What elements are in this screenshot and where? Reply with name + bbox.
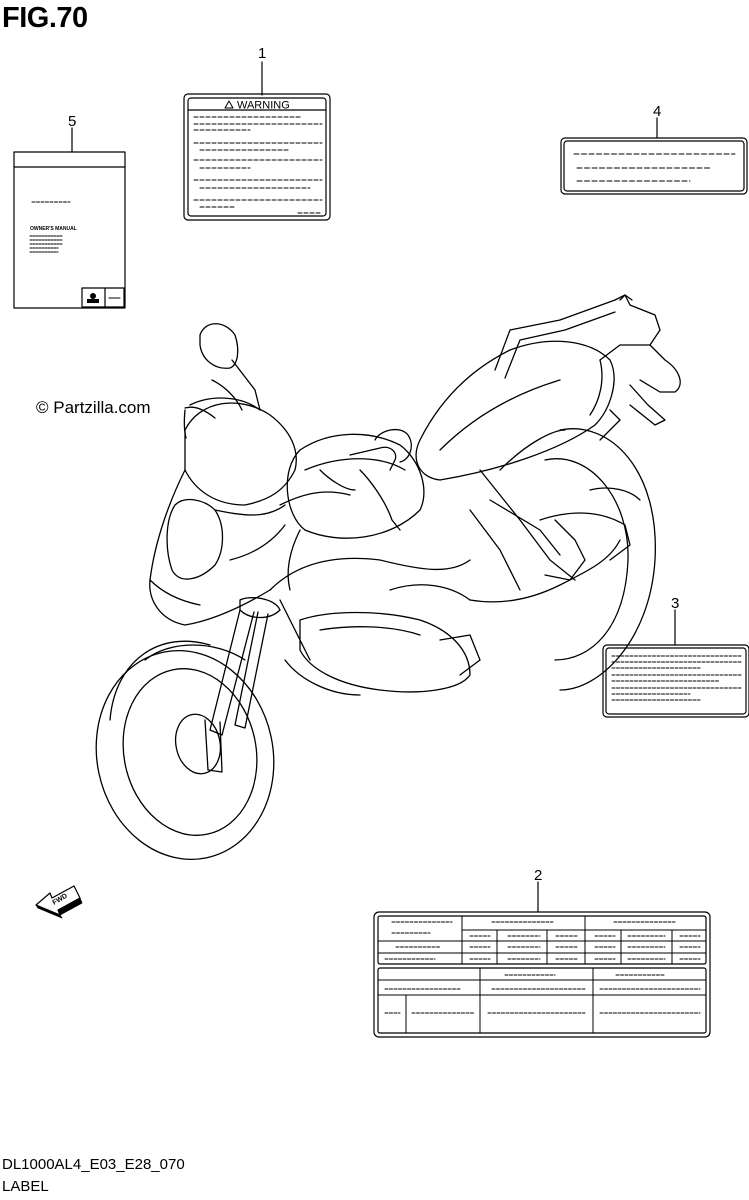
label-3-frame[interactable]: [603, 610, 749, 717]
table-lower-grid: [378, 968, 706, 1033]
motorcycle-illustration: [77, 295, 680, 876]
handlebar: [320, 430, 411, 530]
seat: [416, 341, 614, 480]
warning-triangle-icon: [225, 101, 233, 108]
fuel-tank: [270, 434, 470, 590]
label-4-frame[interactable]: [561, 118, 747, 194]
luggage-rack: [495, 295, 680, 440]
callout-4: 4: [653, 103, 661, 120]
warning-heading: WARNING: [237, 100, 290, 112]
label-3-text-lines: [612, 656, 742, 700]
warning-text-lines: [194, 117, 322, 213]
figure-code: DL1000AL4_E03_E28_070: [2, 1156, 185, 1173]
watermark: © Partzilla.com: [36, 398, 151, 417]
warning-label[interactable]: WARNING: [184, 62, 330, 220]
windscreen: [184, 398, 296, 505]
callout-2: 2: [534, 867, 542, 884]
mirrors: [185, 324, 260, 418]
rear-wheel: [500, 429, 655, 690]
fwd-text: FWD: [52, 893, 69, 907]
label-2-table[interactable]: [374, 882, 710, 1037]
label-4-text-lines: [574, 154, 735, 181]
frame-and-engine: [280, 470, 640, 695]
manual-text-lines: [30, 236, 62, 252]
manual-emblem-box: [82, 288, 124, 307]
manual-cover-text: OWNER'S MANUAL: [30, 226, 77, 232]
callout-1: 1: [258, 45, 266, 62]
fig-title: FIG.70: [2, 2, 88, 34]
front-fork: [205, 598, 280, 772]
manual-emblem-icon: [87, 293, 99, 303]
table-text-dashes: [385, 922, 700, 1013]
callout-5: 5: [68, 113, 76, 130]
section-label: LABEL: [2, 1178, 49, 1195]
callout-3: 3: [671, 595, 679, 612]
fwd-arrow-icon: FWD: [36, 886, 82, 918]
table-upper-grid: [378, 916, 706, 964]
owners-manual[interactable]: OWNER'S MANUAL: [14, 128, 125, 308]
front-wheel: [77, 634, 293, 876]
front-fairing: [150, 470, 285, 625]
